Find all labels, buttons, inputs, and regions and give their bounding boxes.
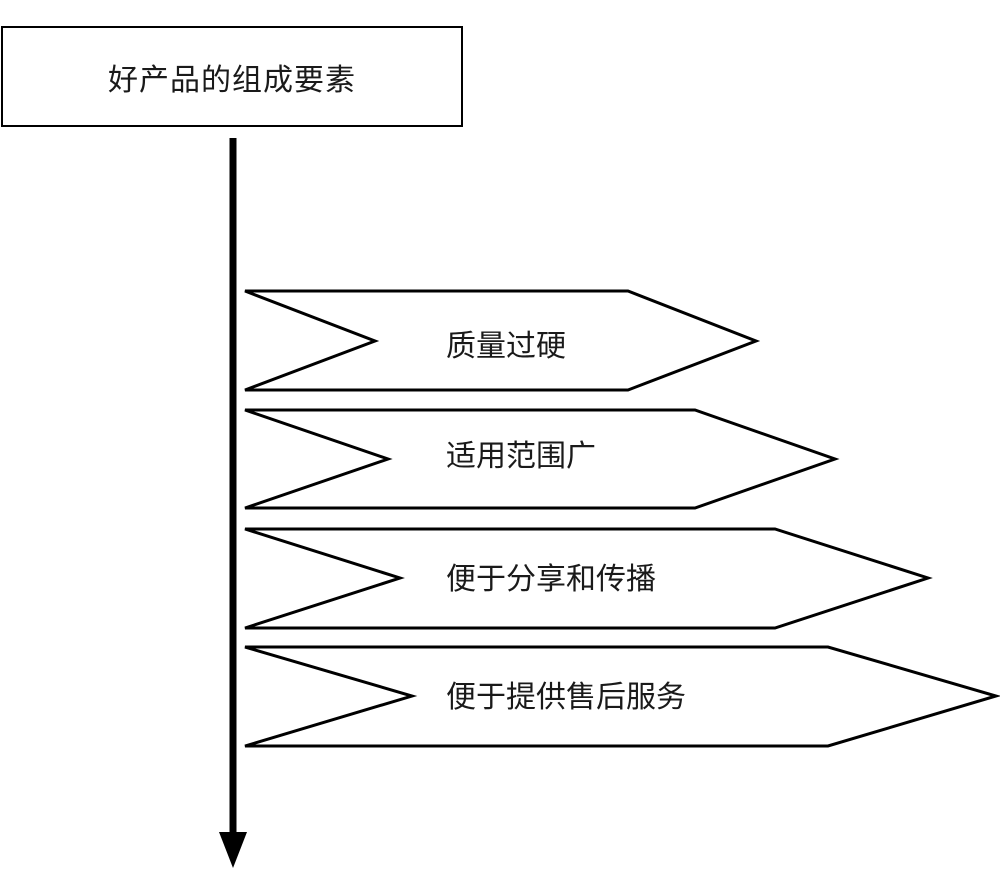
flag-shape-3: [244, 527, 933, 630]
spine-arrowhead: [219, 832, 247, 868]
flag-shape-1: [244, 289, 761, 392]
flag-item-4: 便于提供售后服务: [244, 645, 1000, 748]
flag-item-1: 质量过硬: [244, 289, 761, 392]
flag-item-2: 适用范围广: [244, 408, 840, 510]
flag-label-1: 质量过硬: [446, 329, 566, 364]
flag-label-2: 适用范围广: [446, 439, 596, 474]
flag-shape-4: [244, 645, 1000, 748]
flag-shape-2: [244, 408, 840, 510]
flag-item-3: 便于分享和传播: [244, 527, 933, 630]
flag-label-4: 便于提供售后服务: [446, 680, 686, 715]
diagram-title: 好产品的组成要素: [108, 62, 356, 98]
title-box: 好产品的组成要素: [1, 26, 463, 127]
flag-label-3: 便于分享和传播: [446, 562, 656, 597]
